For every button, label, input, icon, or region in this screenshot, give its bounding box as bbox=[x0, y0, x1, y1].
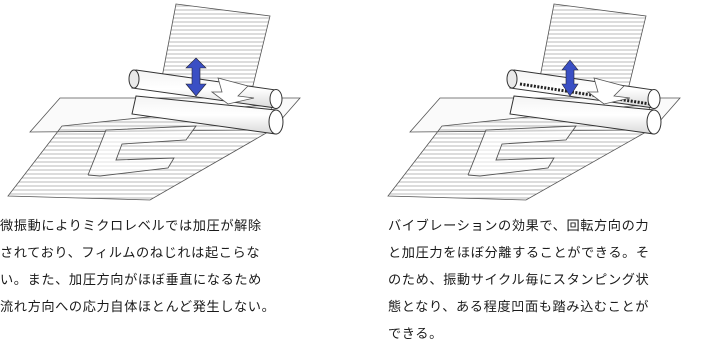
caption-line: できる。 bbox=[388, 327, 443, 342]
lower-roller bbox=[509, 95, 662, 135]
caption-line: 態となり、ある程度凹面も踏み込むことが bbox=[388, 300, 650, 315]
flow-arrow bbox=[586, 77, 631, 105]
vibration-arrow-icon bbox=[561, 59, 579, 97]
caption-line: のため、振動サイクル毎にスタンピング状 bbox=[388, 273, 650, 288]
right-panel: バイブレーションの効果で、回転方向の力 と加圧力をほぼ分離することができる。そ … bbox=[380, 0, 720, 358]
vibration-arrow-icon bbox=[185, 57, 207, 97]
film-pattern bbox=[467, 125, 577, 177]
flow-arrow bbox=[210, 77, 255, 105]
film-pattern bbox=[87, 125, 197, 177]
caption-line: バイブレーションの効果で、回転方向の力 bbox=[388, 219, 650, 234]
caption-line: 流れ方向への応力自体ほとんど発生しない。 bbox=[0, 300, 276, 315]
right-caption: バイブレーションの効果で、回転方向の力 と加圧力をほぼ分離することができる。そ … bbox=[388, 213, 720, 348]
lower-roller bbox=[131, 95, 284, 135]
caption-line: と加圧力をほぼ分離することができる。そ bbox=[388, 246, 650, 261]
caption-line: 微振動によりミクロレベルでは加圧が解除 bbox=[0, 219, 262, 234]
left-panel: 微振動によりミクロレベルでは加圧が解除 されており、フィルムのねじれは起こらな … bbox=[0, 0, 352, 358]
right-lamination-illustration bbox=[387, 3, 681, 201]
left-caption: 微振動によりミクロレベルでは加圧が解除 されており、フィルムのねじれは起こらな … bbox=[0, 213, 352, 321]
caption-line: されており、フィルムのねじれは起こらな bbox=[0, 246, 261, 261]
caption-line: い。また、加圧方向がほぼ垂直になるため bbox=[0, 273, 262, 288]
left-lamination-illustration bbox=[7, 3, 301, 201]
